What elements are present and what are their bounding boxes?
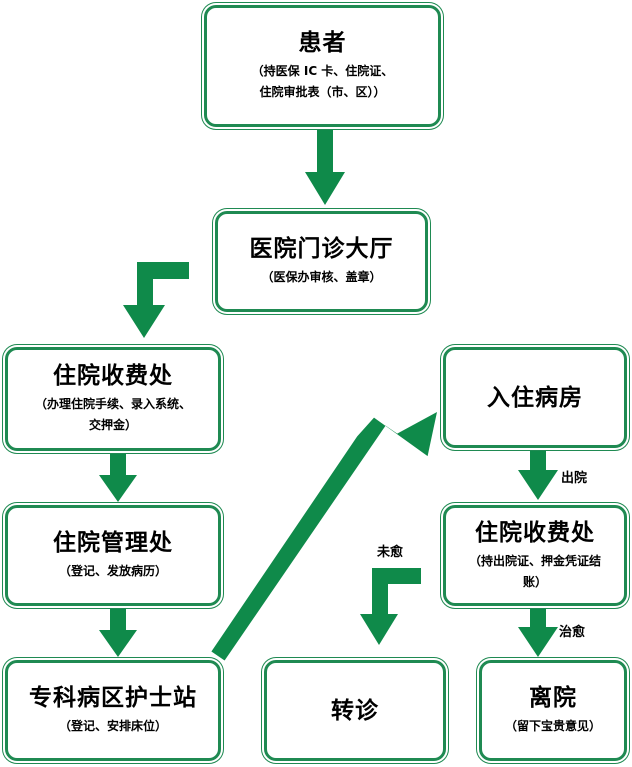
node-ward: 入住病房 — [443, 347, 627, 448]
node-patient-title: 患者 — [298, 30, 347, 56]
node-billing-out-note-line2: 账） — [522, 574, 547, 589]
node-hall-note: （医保办审核、盖章） — [261, 270, 382, 284]
node-admin-title: 住院管理处 — [53, 530, 173, 556]
node-billing-out: 住院收费处 （持出院证、押金凭证结 账） — [443, 505, 627, 606]
label-discharge: 出院 — [561, 471, 588, 486]
node-billing-out-note-line1: （持出院证、押金凭证结 — [468, 553, 601, 568]
node-billing-in-note-line1: （办理住院手续、录入系统、 — [34, 397, 191, 411]
label-cured: 治愈 — [559, 625, 586, 640]
node-nurse-title: 专科病区护士站 — [29, 685, 197, 711]
node-hall-title: 医院门诊大厅 — [249, 236, 394, 262]
arrow-ward-to-billing-out — [518, 451, 558, 500]
node-nurse: 专科病区护士站 （登记、安排床位） — [5, 660, 221, 761]
node-patient: 患者 （持医保 IC 卡、住院证、 住院审批表（市、区）） — [204, 5, 441, 127]
node-transfer-title: 转诊 — [331, 697, 379, 724]
node-admin-note: （登记、发放病历） — [58, 564, 167, 578]
arrow-nurse-to-ward — [211, 412, 437, 661]
node-billing-in-title: 住院收费处 — [53, 363, 173, 389]
arrow-hall-to-billing — [123, 262, 189, 338]
node-ward-title: 入住病房 — [487, 384, 583, 411]
node-transfer: 转诊 — [264, 660, 446, 761]
arrow-billing-out-to-transfer — [360, 568, 421, 645]
node-leave: 离院 （留下宝贵意见） — [479, 660, 627, 761]
arrow-admin-to-nurse — [99, 608, 137, 657]
node-patient-note: （持医保 IC 卡、住院证、 住院审批表（市、区）） — [244, 61, 402, 103]
node-billing-in-note: （办理住院手续、录入系统、 交押金） — [27, 394, 199, 436]
node-billing-in: 住院收费处 （办理住院手续、录入系统、 交押金） — [5, 347, 221, 451]
arrow-billing-to-admin — [99, 452, 137, 502]
node-billing-out-title: 住院收费处 — [475, 519, 595, 546]
node-admin: 住院管理处 （登记、发放病历） — [5, 505, 221, 606]
arrow-patient-to-hall — [305, 128, 345, 205]
node-patient-note-line2: 住院审批表（市、区）） — [259, 85, 386, 99]
node-patient-note-line1: （持医保 IC 卡、住院证、 — [251, 64, 394, 78]
arrow-billing-out-to-leave — [518, 608, 558, 657]
node-hall: 医院门诊大厅 （医保办审核、盖章） — [215, 211, 428, 312]
label-not-cured: 未愈 — [377, 545, 404, 560]
node-leave-title: 离院 — [529, 685, 577, 711]
node-billing-out-note: （持出院证、押金凭证结 账） — [465, 551, 605, 593]
node-billing-in-note-line2: 交押金） — [88, 418, 137, 432]
node-leave-note: （留下宝贵意见） — [504, 719, 601, 733]
node-nurse-note: （登记、安排床位） — [58, 719, 167, 733]
